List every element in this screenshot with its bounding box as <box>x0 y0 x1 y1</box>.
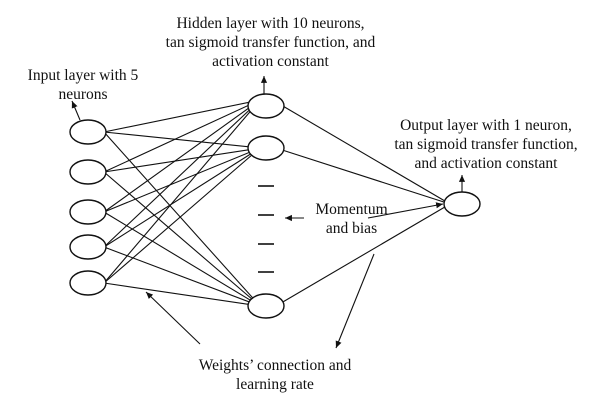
hidden-neuron <box>247 293 285 319</box>
weights-right-arrow <box>335 253 375 349</box>
momentum-output-arrow <box>367 202 444 219</box>
input-layer-label: Input layer with 5 neurons <box>8 66 158 104</box>
input-label-line: Input layer with 5 <box>27 67 139 84</box>
input-pointer-arrow <box>71 100 81 121</box>
hidden-ellipsis-dashes <box>258 185 274 273</box>
hidden-output-connections <box>275 101 451 307</box>
weights-label-line: Weights’ connection and <box>198 357 352 374</box>
output-layer <box>443 191 481 217</box>
input-neuron <box>69 119 107 145</box>
pointer-arrows <box>71 76 466 349</box>
input-neuron <box>69 270 107 296</box>
output-label-line: and activation constant <box>414 155 558 172</box>
input-label-line: neurons <box>58 86 108 103</box>
output-layer-label: Output layer with 1 neuron, tan sigmoid … <box>372 116 600 173</box>
input-neuron <box>69 234 107 260</box>
input-neuron <box>69 159 107 185</box>
hidden-label-line: tan sigmoid transfer function, and <box>165 34 376 51</box>
weights-label-line: learning rate <box>236 376 314 393</box>
hidden-layer-label: Hidden layer with 10 neurons, tan sigmoi… <box>148 14 393 71</box>
input-hidden-connections <box>103 99 261 307</box>
output-neuron <box>443 191 481 217</box>
output-label-line: Output layer with 1 neuron, <box>400 117 572 134</box>
momentum-label-line: and bias <box>325 220 378 237</box>
hidden-layer <box>247 93 285 319</box>
hidden-label-line: activation constant <box>212 53 329 70</box>
weights-left-arrow <box>145 291 201 345</box>
hidden-neuron <box>247 93 285 119</box>
input-neuron <box>69 199 107 225</box>
momentum-bias-label: Momentum and bias <box>304 200 399 238</box>
weights-label: Weights’ connection and learning rate <box>175 356 375 394</box>
hidden-neuron <box>247 135 285 161</box>
momentum-label-line: Momentum <box>315 201 388 218</box>
hidden-label-line: Hidden layer with 10 neurons, <box>176 15 365 32</box>
input-layer <box>69 119 107 296</box>
output-label-line: tan sigmoid transfer function, <box>394 136 578 153</box>
